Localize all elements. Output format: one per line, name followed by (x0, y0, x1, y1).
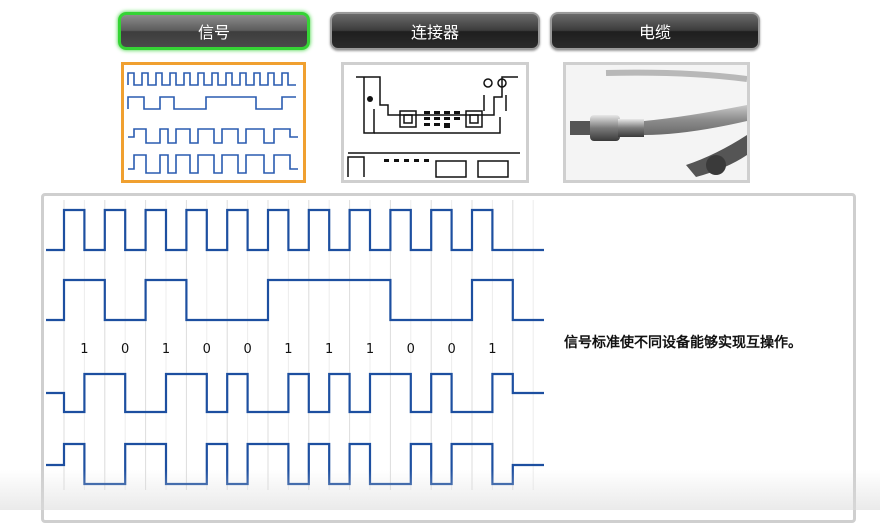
tab-connector[interactable]: 连接器 (330, 12, 540, 50)
thumbnail-connector[interactable] (341, 62, 529, 183)
tab-cable[interactable]: 电缆 (550, 12, 760, 50)
bit-label: 0 (407, 342, 415, 357)
tab-signal-label: 信号 (197, 23, 230, 42)
thumbnail-cable[interactable] (563, 62, 750, 183)
nrz-data-waveform (46, 278, 544, 322)
bit-label: 0 (447, 342, 455, 357)
grid-lines (63, 200, 534, 490)
manchester-waveform (46, 372, 544, 414)
bit-label: 0 (243, 342, 251, 357)
bit-label: 1 (325, 342, 333, 357)
tab-cable-label: 电缆 (638, 23, 671, 42)
bit-label: 1 (80, 342, 88, 357)
cable-thumbnail-image (566, 65, 747, 180)
bit-labels: 1 0 1 0 0 1 1 1 0 0 1 (80, 342, 496, 357)
tab-connector-label: 连接器 (410, 23, 459, 42)
connector-thumbnail-image (347, 76, 520, 178)
tab-signal[interactable]: 信号 (118, 12, 310, 50)
thumbnail-signal[interactable] (121, 62, 306, 183)
caption-text: 信号标准使不同设备能够实现互操作。 (564, 335, 802, 351)
clock-waveform (46, 208, 544, 252)
bit-label: 1 (366, 342, 374, 357)
bit-label: 1 (488, 342, 496, 357)
bit-label: 0 (121, 342, 129, 357)
signal-thumbnail-image (127, 72, 298, 174)
bit-label: 1 (284, 342, 292, 357)
differential-manchester-waveform (46, 442, 544, 486)
signal-diagram-panel (41, 193, 856, 523)
bit-label: 1 (162, 342, 170, 357)
bit-label: 0 (203, 342, 211, 357)
signal-waveforms: 1 0 1 0 0 1 1 1 0 0 1 (46, 200, 544, 490)
